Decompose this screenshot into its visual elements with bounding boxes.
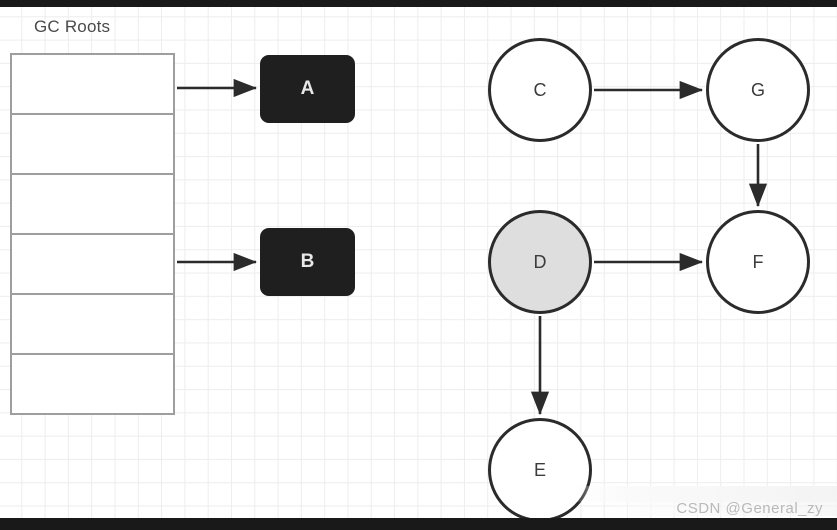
bottom-frame-bar: [0, 518, 837, 530]
csdn-watermark: CSDN @General_zy: [676, 500, 823, 517]
gc-roots-table: [10, 53, 175, 415]
gc-root-slot-2[interactable]: [12, 115, 173, 175]
node-b[interactable]: B: [260, 228, 355, 296]
node-d[interactable]: D: [488, 210, 592, 314]
top-frame-bar: [0, 0, 837, 7]
node-a[interactable]: A: [260, 55, 355, 123]
gc-root-slot-6[interactable]: [12, 355, 173, 413]
node-g[interactable]: G: [706, 38, 810, 142]
gc-root-slot-5[interactable]: [12, 295, 173, 355]
node-f[interactable]: F: [706, 210, 810, 314]
gc-root-slot-3[interactable]: [12, 175, 173, 235]
node-c[interactable]: C: [488, 38, 592, 142]
gc-roots-label: GC Roots: [34, 17, 111, 36]
node-e[interactable]: E: [488, 418, 592, 522]
gc-root-slot-1[interactable]: [12, 55, 173, 115]
gc-root-slot-4[interactable]: [12, 235, 173, 295]
